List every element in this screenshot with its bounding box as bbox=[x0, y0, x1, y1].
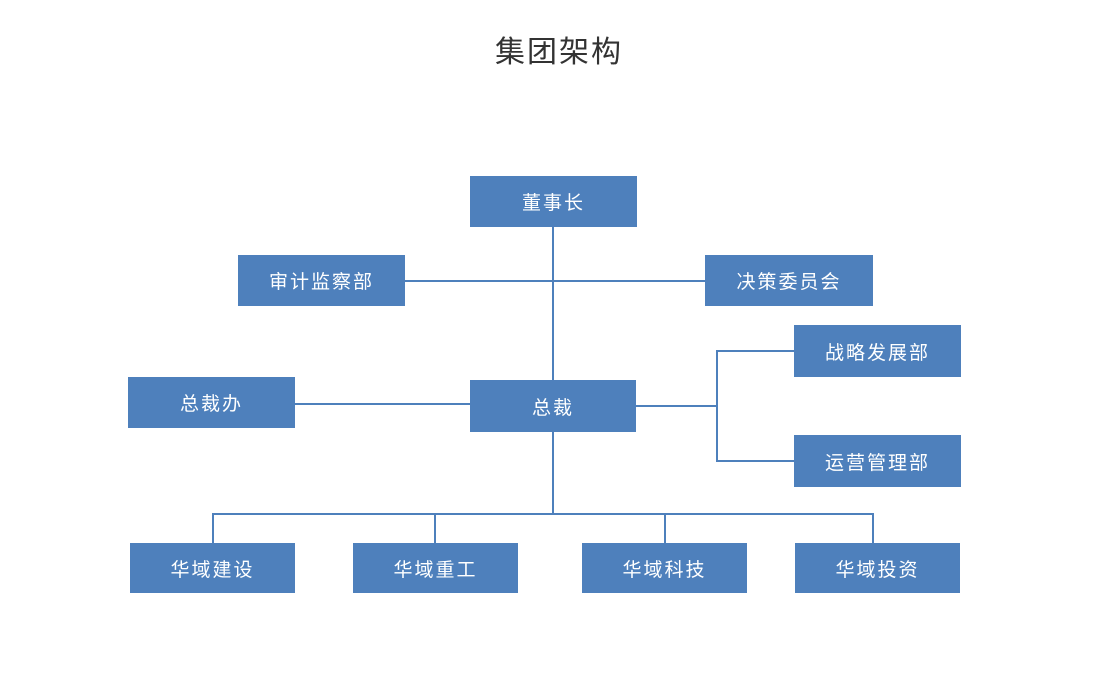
drop-line-subsidiary-4 bbox=[872, 513, 874, 543]
node-subsidiary-construction: 华域建设 bbox=[130, 543, 295, 593]
connector-office-president bbox=[295, 403, 470, 405]
bracket-vertical bbox=[716, 350, 718, 462]
node-president: 总裁 bbox=[470, 380, 636, 432]
diagram-title: 集团架构 bbox=[495, 36, 623, 69]
node-chairman: 董事长 bbox=[470, 176, 637, 227]
drop-line-subsidiary-1 bbox=[212, 513, 214, 543]
connector-chairman-president bbox=[552, 227, 554, 380]
subsidiaries-bus-line bbox=[212, 513, 874, 515]
node-subsidiary-investment: 华域投资 bbox=[795, 543, 960, 593]
drop-line-subsidiary-2 bbox=[434, 513, 436, 543]
connector-president-bus bbox=[552, 432, 554, 514]
node-president-office: 总裁办 bbox=[128, 377, 295, 428]
connector-bracket-strategy bbox=[716, 350, 794, 352]
node-decision-committee: 决策委员会 bbox=[705, 255, 873, 306]
connector-bracket-operations bbox=[716, 460, 794, 462]
node-subsidiary-heavy-industry: 华域重工 bbox=[353, 543, 518, 593]
connector-president-bracket bbox=[636, 405, 718, 407]
node-strategy-dept: 战略发展部 bbox=[794, 325, 961, 377]
node-audit-dept: 审计监察部 bbox=[238, 255, 405, 306]
drop-line-subsidiary-3 bbox=[664, 513, 666, 543]
node-subsidiary-technology: 华域科技 bbox=[582, 543, 747, 593]
connector-audit-committee bbox=[405, 280, 705, 282]
node-operations-dept: 运营管理部 bbox=[794, 435, 961, 487]
